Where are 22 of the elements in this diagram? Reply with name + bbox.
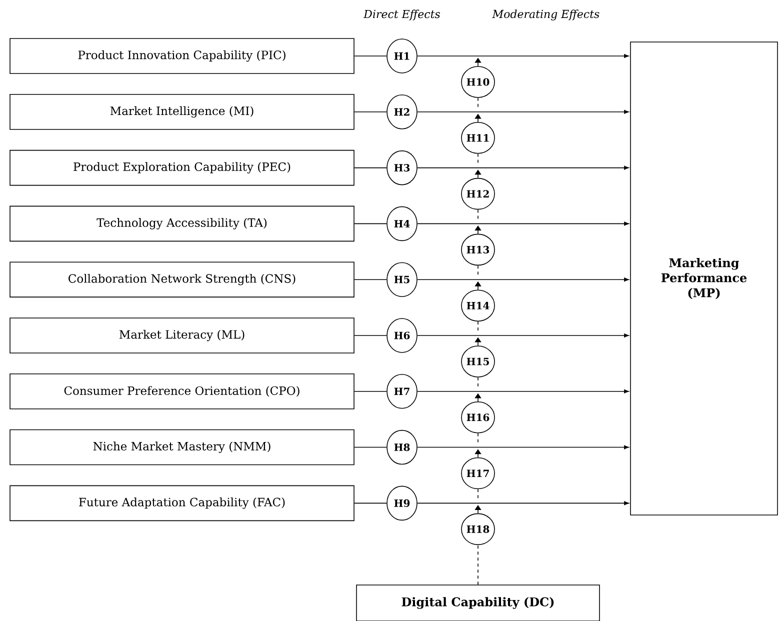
arrow bbox=[417, 501, 629, 506]
arrow bbox=[417, 278, 629, 282]
construct-box: Future Adaptation Capability (FAC) bbox=[10, 485, 354, 522]
arrow bbox=[417, 445, 629, 450]
arrow bbox=[417, 166, 629, 170]
column-heading: Moderating Effects bbox=[492, 10, 600, 20]
arrow bbox=[417, 54, 629, 58]
outcome-box: Marketing Performance (MP) bbox=[630, 42, 778, 516]
construct-box: Market Intelligence (MI) bbox=[10, 94, 354, 130]
construct-box: Technology Accessibility (TA) bbox=[10, 206, 354, 242]
moderator-box: Digital Capability (DC) bbox=[356, 584, 600, 621]
arrow bbox=[417, 222, 629, 226]
arrow bbox=[417, 334, 629, 338]
construct-box: Consumer Preference Orientation (CPO) bbox=[10, 373, 354, 410]
construct-box: Collaboration Network Strength (CNS) bbox=[10, 262, 354, 298]
construct-box: Product Exploration Capability (PEC) bbox=[10, 150, 354, 186]
construct-box: Product Innovation Capability (PIC) bbox=[10, 38, 354, 74]
column-heading: Direct Effects bbox=[363, 10, 440, 20]
construct-box: Niche Market Mastery (NMM) bbox=[10, 429, 354, 466]
arrow bbox=[417, 110, 629, 114]
arrow bbox=[417, 389, 629, 394]
construct-box: Market Literacy (ML) bbox=[10, 318, 354, 354]
